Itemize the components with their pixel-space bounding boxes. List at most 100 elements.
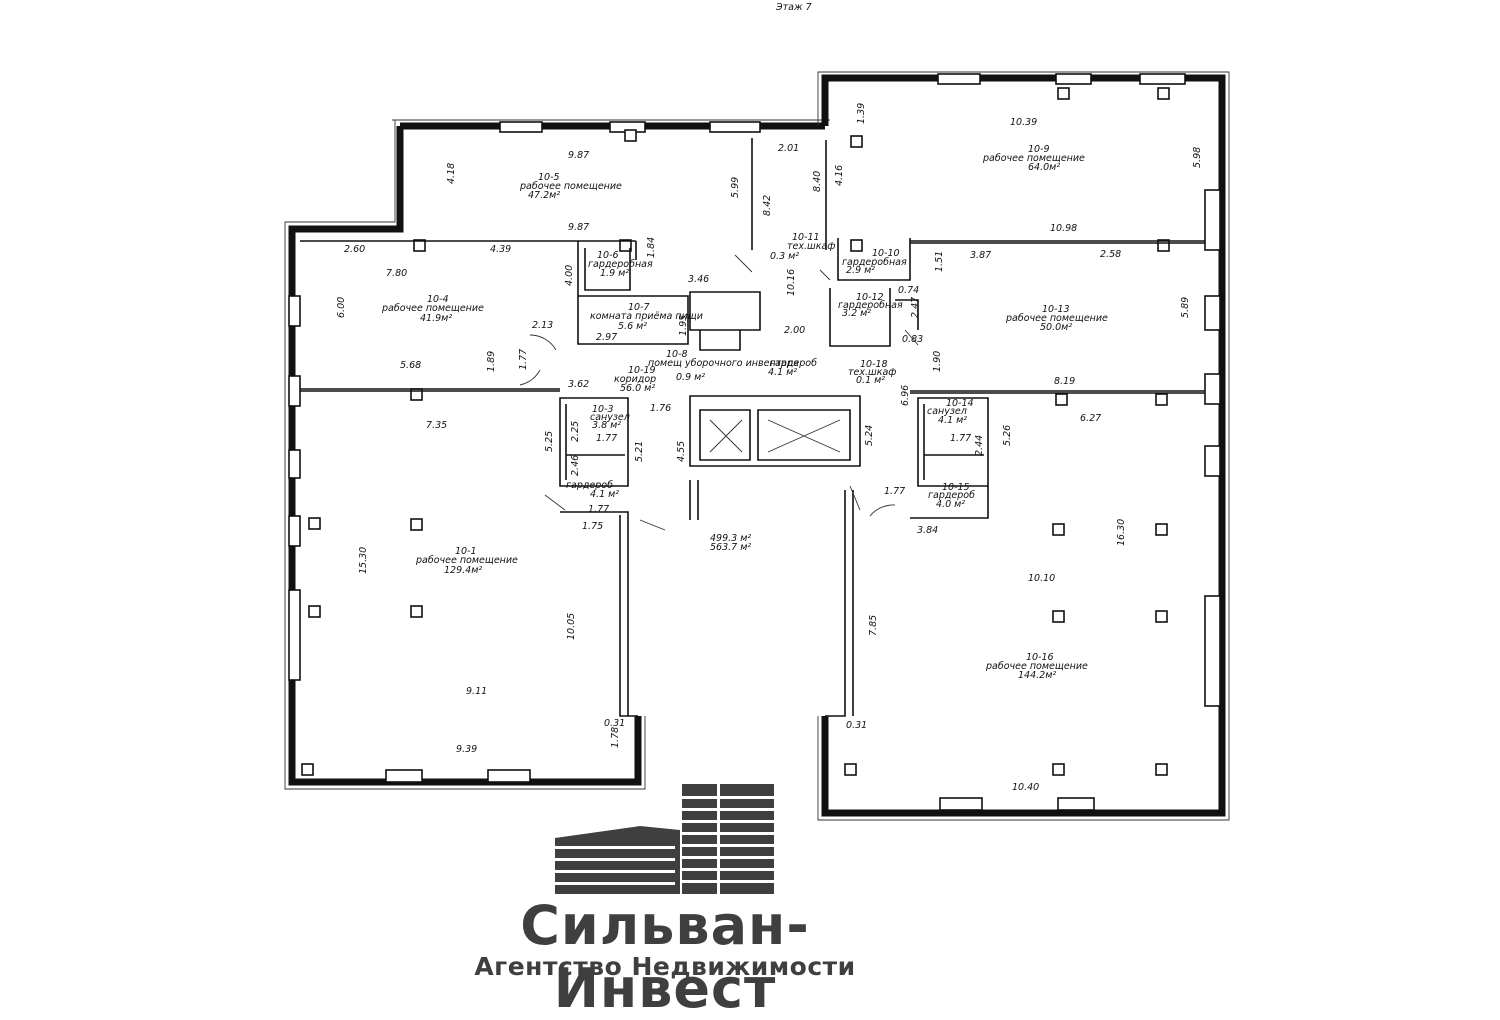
dimension: 9.11 bbox=[466, 686, 487, 697]
floor-title: Этаж 7 bbox=[775, 2, 812, 13]
dimension: 5.24 bbox=[864, 425, 875, 446]
dimension: 5.89 bbox=[1180, 297, 1191, 318]
room-name: рабочее помещение bbox=[985, 661, 1088, 672]
dimension: 6.96 bbox=[900, 385, 911, 406]
dimension: 5.26 bbox=[1002, 425, 1013, 446]
room-id: 10-16 bbox=[1026, 652, 1054, 663]
room-area: 144.2м² bbox=[1018, 670, 1056, 681]
room-id: 10-19 bbox=[628, 365, 656, 376]
room-name: гардеробная bbox=[588, 259, 653, 270]
dimension: 5.98 bbox=[1192, 147, 1203, 168]
dimension: 16.30 bbox=[1116, 519, 1127, 546]
room-area: 0.1 м² bbox=[856, 375, 885, 386]
room-area: 47.2м² bbox=[528, 190, 560, 201]
dimension: 5.21 bbox=[634, 441, 645, 462]
room-area: 41.9м² bbox=[420, 313, 452, 324]
room-name: санузел bbox=[590, 412, 630, 423]
dimension: 1.77 bbox=[588, 504, 609, 515]
dimension: 2.58 bbox=[1100, 249, 1121, 260]
room-area: 4.0 м² bbox=[936, 499, 965, 510]
room-id: 10-8 bbox=[666, 349, 688, 360]
room-name: рабочее помещение bbox=[415, 555, 518, 566]
room-area: 2.9 м² bbox=[846, 265, 875, 276]
dimension: 1.51 bbox=[934, 251, 945, 272]
dimension: 3.46 bbox=[688, 274, 709, 285]
dimension: 3.62 bbox=[568, 379, 589, 390]
room-name: тех.шкаф bbox=[848, 367, 896, 378]
dimension: 10.16 bbox=[786, 269, 797, 296]
room-area: 3.2 м² bbox=[842, 308, 871, 319]
room-id: 10-1 bbox=[455, 546, 477, 557]
room-area: 64.0м² bbox=[1028, 162, 1060, 173]
dimension: 3.84 bbox=[917, 525, 938, 536]
dimension: 0.74 bbox=[898, 285, 919, 296]
dimension: 8.42 bbox=[762, 195, 773, 216]
dimension: 10.39 bbox=[1010, 117, 1037, 128]
interior-partitions bbox=[300, 138, 1205, 717]
columns bbox=[301, 87, 1170, 776]
room-name: рабочее помещение bbox=[982, 153, 1085, 164]
dimension: 2.25 bbox=[570, 421, 581, 442]
dimension: 1.39 bbox=[856, 103, 867, 124]
room-id: 10-5 bbox=[538, 172, 560, 183]
room-name: коридор bbox=[614, 374, 656, 385]
dimension: 5.99 bbox=[730, 177, 741, 198]
room-area: 0.3 м² bbox=[770, 251, 799, 262]
dimension: 1.95 bbox=[678, 315, 689, 336]
windows bbox=[288, 73, 1221, 811]
dimension: 1.84 bbox=[646, 237, 657, 258]
room-labels: 10-5 рабочее помещение 47.2м² 10-9 рабоч… bbox=[381, 144, 1108, 681]
room-area: 0.9 м² bbox=[676, 372, 705, 383]
room-id: 10-7 bbox=[628, 302, 650, 313]
dimension: 7.85 bbox=[868, 615, 879, 636]
room-id: 10-9 bbox=[1028, 144, 1050, 155]
dimension: 8.19 bbox=[1054, 376, 1075, 387]
dimension: 1.77 bbox=[884, 486, 905, 497]
total-area: 563.7 м² bbox=[710, 542, 751, 553]
dimension: 15.30 bbox=[358, 547, 369, 574]
room-name: гардероб bbox=[566, 480, 613, 491]
room-name: рабочее помещение bbox=[1005, 313, 1108, 324]
dimension: 0.31 bbox=[846, 720, 867, 731]
room-id: 10-15 bbox=[942, 482, 970, 493]
total-area: 499.3 м² bbox=[710, 533, 751, 544]
dimension: 5.25 bbox=[544, 431, 555, 452]
room-name: комната приёма пищи bbox=[590, 311, 703, 322]
dimension: 1.77 bbox=[596, 433, 617, 444]
room-name: рабочее помещение bbox=[381, 303, 484, 314]
dimension: 1.90 bbox=[932, 351, 943, 372]
dimension: 9.87 bbox=[568, 150, 589, 161]
dimension: 2.13 bbox=[532, 320, 553, 331]
room-id: 10-3 bbox=[592, 404, 614, 415]
dimension: 7.35 bbox=[426, 420, 447, 431]
room-name: гардеробная bbox=[838, 300, 903, 311]
room-area: 129.4м² bbox=[444, 565, 482, 576]
room-id: 10-11 bbox=[792, 232, 820, 243]
room-area: 4.1 м² bbox=[768, 367, 797, 378]
dimension: 3.87 bbox=[970, 250, 991, 261]
room-id: 10-12 bbox=[856, 292, 884, 303]
dimension: 10.10 bbox=[1028, 573, 1055, 584]
room-area: 4.1 м² bbox=[590, 489, 619, 500]
dimension: 2.44 bbox=[974, 435, 985, 456]
dimension: 2.97 bbox=[596, 332, 617, 343]
dimension: 1.77 bbox=[950, 433, 971, 444]
dimension: 1.78 bbox=[610, 727, 621, 748]
dimension: 9.87 bbox=[568, 222, 589, 233]
room-area: 5.6 м² bbox=[618, 321, 647, 332]
room-id: 10-18 bbox=[860, 359, 888, 370]
dimension: 4.18 bbox=[446, 163, 457, 184]
dimension: 0.83 bbox=[902, 334, 923, 345]
room-name: тех.шкаф bbox=[787, 241, 835, 252]
dimension: 4.39 bbox=[490, 244, 511, 255]
dimension: 1.77 bbox=[518, 349, 529, 370]
dimension: 2.60 bbox=[344, 244, 365, 255]
room-area: 1.9 м² bbox=[600, 268, 629, 279]
room-area: 50.0м² bbox=[1040, 322, 1072, 333]
room-area: 56.0 м² bbox=[620, 383, 655, 394]
dimension: 10.05 bbox=[566, 613, 577, 640]
room-name: гардероб bbox=[770, 358, 817, 369]
dimension: 6.27 bbox=[1080, 413, 1101, 424]
brand-tagline: Агентство Недвижимости bbox=[474, 952, 856, 981]
